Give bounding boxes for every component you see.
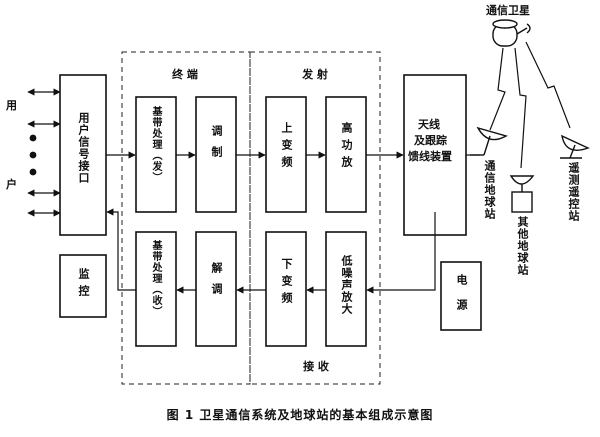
radio-links (489, 41, 571, 169)
terminal-group-label: 终 端 (172, 68, 198, 81)
user-label-bottom: 户 (6, 178, 17, 191)
baseband-tx-label: 基带处理（发） (150, 106, 161, 183)
baseband-rx-box (135, 231, 177, 347)
tt-station-dish-icon (560, 134, 590, 159)
transmit-group-label: 发 射 (302, 68, 328, 81)
figure-caption: 图 1 卫星通信系统及地球站的基本组成示意图 (166, 408, 434, 422)
lna-label: 低噪声放大 (340, 255, 353, 315)
upconvert-label: 上变频 (280, 122, 293, 173)
monitor-label: 监控 (77, 268, 90, 302)
user-interface-label: 用户信号接口 (77, 112, 90, 184)
power-label: 电源 (455, 274, 468, 324)
other-station-icon (509, 175, 535, 213)
demodulate-box (195, 231, 237, 347)
lna-box (325, 231, 367, 347)
baseband-rx-label: 基带处理（收） (150, 240, 161, 317)
antenna-label-1: 天线 (418, 118, 440, 131)
downconvert-box (265, 231, 307, 347)
upconvert-box (265, 96, 307, 213)
monitor-box (59, 254, 107, 318)
satellite-label: 通信卫星 (486, 4, 530, 17)
power-box (440, 261, 482, 331)
downconvert-label: 下变频 (280, 258, 293, 309)
user-lines (27, 88, 61, 217)
user-dots (29, 134, 37, 176)
block-boxes (59, 74, 482, 347)
modulate-box (195, 96, 237, 213)
receive-group-label: 接 收 (303, 360, 329, 373)
terminal-group-outline (121, 51, 251, 385)
user-interface-box (59, 74, 107, 236)
demodulate-label: 解调 (210, 262, 223, 304)
satellite-icon (492, 19, 531, 47)
hpa-box (325, 96, 367, 213)
rf-group-outline (249, 51, 381, 385)
comm-station-label: 通信地球站 (483, 160, 496, 220)
hpa-label: 高功放 (340, 122, 353, 173)
tt-station-label: 遥测遥控站 (567, 162, 580, 222)
modulate-label: 调制 (210, 125, 223, 167)
antenna-label-3: 馈线装置 (408, 150, 452, 163)
antenna-label-2: 及跟踪 (414, 134, 447, 147)
comm-station-dish-icon (470, 126, 508, 156)
user-label-top: 用 (6, 99, 17, 112)
other-station-label: 其他地球站 (516, 216, 529, 276)
